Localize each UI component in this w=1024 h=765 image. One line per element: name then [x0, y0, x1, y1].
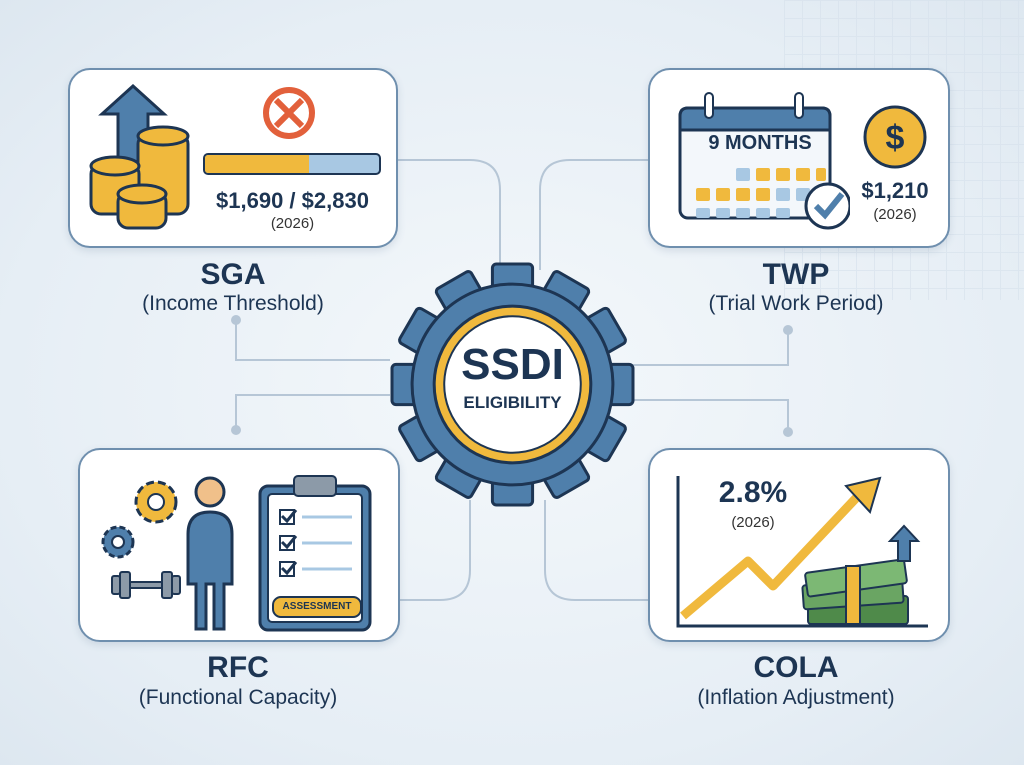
center-subtitle: ELIGIBILITY	[463, 393, 562, 412]
sga-card: $1,690 / $2,830 (2026)	[68, 68, 398, 248]
twp-year: (2026)	[873, 206, 917, 223]
cola-title: COLA	[753, 651, 839, 684]
twp-subtitle: (Trial Work Period)	[708, 292, 884, 315]
center-title: SSDI	[461, 340, 564, 389]
cola-card: 2.8% (2026)	[648, 448, 950, 642]
sga-progress-bar	[203, 153, 381, 175]
gear-icon	[390, 262, 635, 507]
cola-amount: 2.8%	[718, 476, 788, 509]
rfc-card: ASSESSMENT	[78, 448, 400, 642]
rfc-subtitle: (Functional Capacity)	[138, 686, 338, 709]
sga-year: (2026)	[270, 215, 315, 232]
calendar-icon	[678, 92, 850, 230]
sga-progress-fill	[205, 155, 310, 173]
dollar-coin-icon: $	[863, 105, 927, 169]
assessment-badge: ASSESSMENT	[272, 596, 362, 618]
sga-title: SGA	[200, 258, 266, 291]
sga-subtitle: (Income Threshold)	[142, 292, 324, 315]
trend-chart-icon	[676, 476, 928, 628]
coins-arrow-icon	[89, 84, 190, 230]
sga-amount: $1,690 / $2,830	[216, 188, 369, 213]
clipboard-icon	[258, 475, 372, 632]
rfc-title: RFC	[207, 651, 269, 684]
cola-subtitle: (Inflation Adjustment)	[697, 686, 895, 709]
x-circle-icon	[263, 87, 315, 139]
twp-calendar-label: 9 MONTHS	[708, 132, 812, 154]
twp-card: 9 MONTHS $ $1,210 (2026)	[648, 68, 950, 248]
cola-year: (2026)	[731, 514, 775, 531]
person-icon	[186, 476, 234, 631]
twp-amount: $1,210	[861, 178, 929, 203]
twp-title: TWP	[762, 258, 830, 291]
gears-dumbbell-icon	[101, 480, 181, 599]
svg-text:$: $	[886, 119, 905, 157]
